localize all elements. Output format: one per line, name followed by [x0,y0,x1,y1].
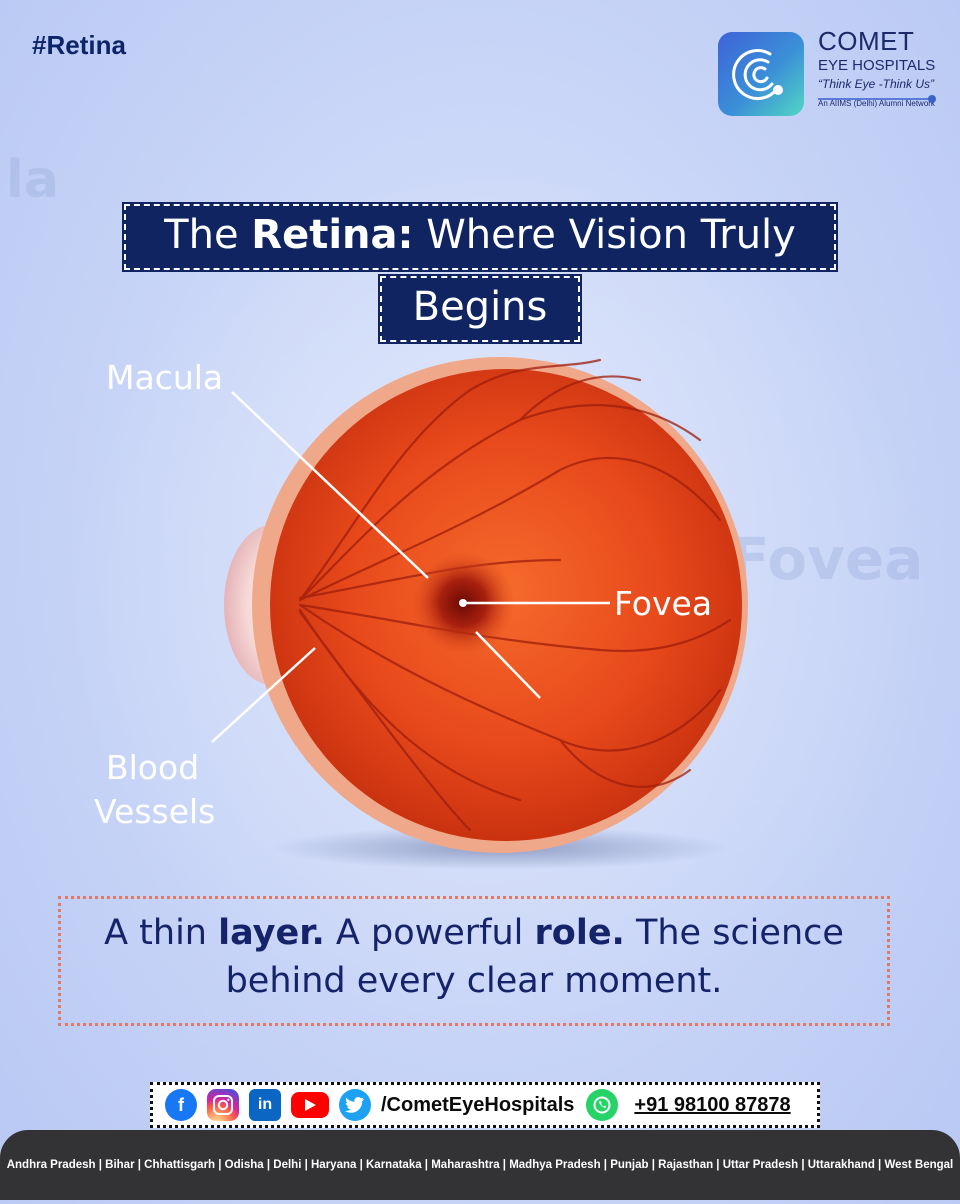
twitter-icon[interactable] [339,1089,371,1121]
tagline-box: A thin layer. A powerful role. The scien… [58,896,890,1026]
footer-states: Andhra Pradesh | Bihar | Chhattisgarh | … [0,1130,960,1200]
title-text-part2: Where Vision Truly [413,212,796,258]
tagline-bold-1: layer. [218,913,325,953]
hashtag: #Retina [32,30,126,60]
brand-name-line2: EYE HOSPITALS [818,57,936,74]
comet-logo-icon [732,49,783,101]
social-bar: f in /CometEyeHospitals +91 98100 87878 [150,1082,820,1128]
brand-network: An AIIMS (Delhi) Alumni Network [818,99,935,108]
tagline-text-1: A thin [104,913,219,953]
twitter-bird-glyph [345,1097,364,1113]
title-line-2: Begins [378,274,582,344]
tagline-line2: behind every clear moment. [225,961,723,1001]
youtube-icon[interactable] [291,1092,329,1118]
title-text-bold: Retina: [251,212,414,258]
blood-vessels-label-line2: Vessels [94,792,216,831]
youtube-play-glyph [305,1099,316,1111]
linkedin-glyph: in [257,1096,273,1113]
fovea-label: Fovea [614,584,713,623]
instagram-glyph [213,1095,233,1115]
macula-label: Macula [106,358,224,397]
phone-number[interactable]: +91 98100 87878 [634,1093,791,1116]
whatsapp-icon[interactable] [586,1089,619,1121]
background-fovea-text: Fovea [730,525,924,593]
blood-vessels-label-line1: Blood [106,748,200,787]
brand-rule-dot [928,95,936,103]
whatsapp-glyph [593,1096,611,1114]
title-text-part1: The [164,212,252,258]
brand-rule [818,98,930,100]
background-macula-text: la [6,150,59,210]
brand-logo [718,32,804,116]
tagline-text-2: A powerful [324,913,535,953]
facebook-glyph: f [178,1094,184,1115]
social-handle[interactable]: /CometEyeHospitals [381,1093,575,1116]
brand-name-line1: COMET [818,26,915,56]
title-line-1: The Retina: Where Vision Truly [122,202,838,272]
tagline-bold-2: role. [534,913,625,953]
brand-block: COMET EYE HOSPITALS “Think Eye -Think Us… [818,26,958,110]
title-text-line2: Begins [412,284,548,330]
tagline-line1: A thin layer. A powerful role. The scien… [61,909,887,957]
tagline-text-3: The science [624,913,844,953]
linkedin-icon[interactable]: in [249,1089,281,1121]
instagram-icon[interactable] [207,1089,239,1121]
facebook-icon[interactable]: f [165,1089,197,1121]
brand-slogan: “Think Eye -Think Us” [818,77,935,91]
blood-vessels [298,358,732,832]
label-leaders [211,391,610,743]
